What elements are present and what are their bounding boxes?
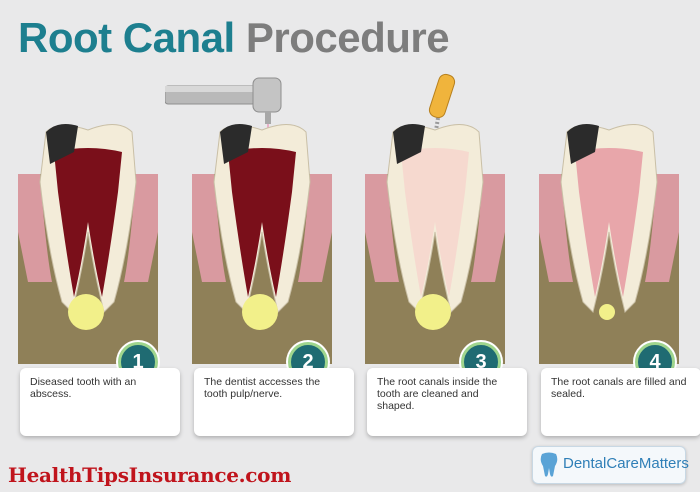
step-1: 1 Diseased tooth with an abscess. bbox=[18, 112, 186, 436]
tooth-diagram-access bbox=[192, 124, 332, 364]
tooth-diagram-cleaning bbox=[365, 124, 505, 364]
step-4: 4 The root canals are filled and sealed. bbox=[539, 112, 700, 436]
page-title: Root Canal Procedure bbox=[18, 14, 450, 62]
tooth-diagram-sealed bbox=[539, 124, 679, 364]
step-3: 3 The root canals inside the tooth are c… bbox=[365, 112, 533, 436]
tooth-icon bbox=[540, 452, 558, 477]
logo-text: DentalCareMatters bbox=[563, 455, 689, 472]
site-brand: HealthTipsInsurance.com bbox=[8, 463, 292, 487]
step-2: 2 The dentist accesses the tooth pulp/ne… bbox=[192, 112, 360, 436]
step-caption: The root canals inside the tooth are cle… bbox=[367, 368, 527, 436]
title-word-procedure: Procedure bbox=[245, 14, 450, 61]
dental-care-matters-logo: DentalCareMatters bbox=[532, 446, 689, 484]
step-caption: Diseased tooth with an abscess. bbox=[20, 368, 180, 436]
title-word-root-canal: Root Canal bbox=[18, 14, 235, 61]
tooth-diagram-diseased bbox=[18, 124, 158, 364]
step-caption: The dentist accesses the tooth pulp/nerv… bbox=[194, 368, 354, 436]
step-caption: The root canals are filled and sealed. bbox=[541, 368, 700, 436]
